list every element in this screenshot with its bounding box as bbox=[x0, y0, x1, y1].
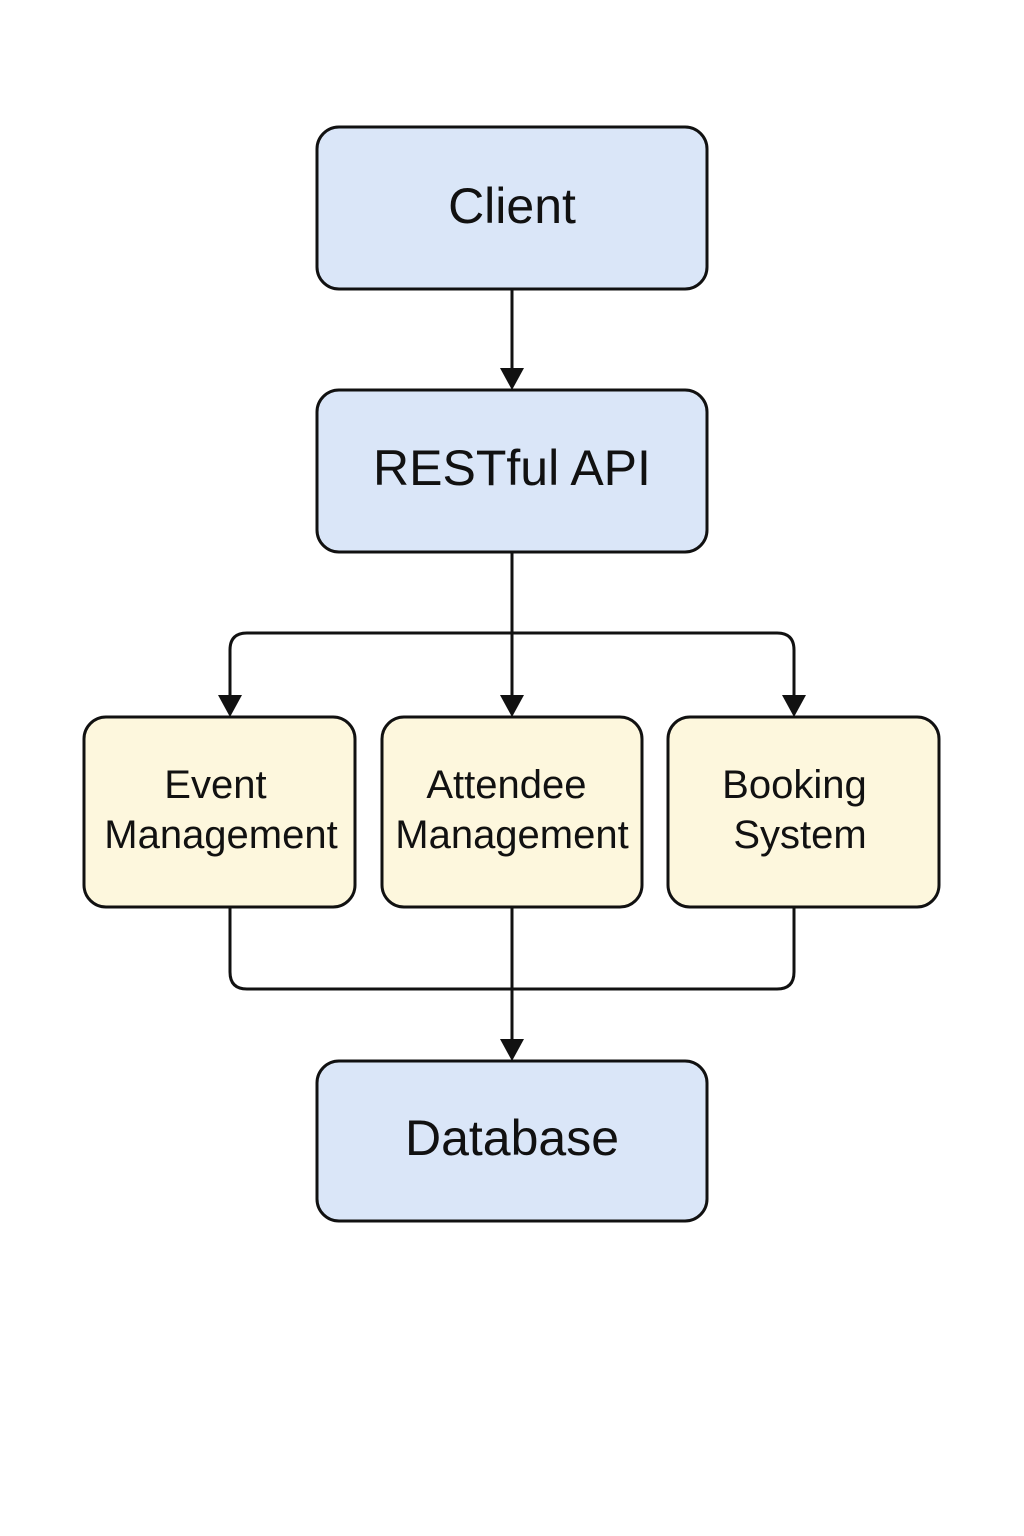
api-box bbox=[315, 388, 709, 554]
database-label: Database bbox=[405, 1110, 619, 1166]
client-label: Client bbox=[448, 178, 576, 234]
node-booking-system: Booking System bbox=[666, 715, 941, 909]
arrowhead-attendee-management bbox=[500, 695, 524, 717]
event-management-line-2: Management bbox=[104, 813, 337, 857]
database-box bbox=[315, 1059, 709, 1223]
node-event-management: Event Management bbox=[82, 715, 357, 909]
node-client: Client bbox=[315, 125, 709, 291]
arrowhead-event-management bbox=[218, 695, 242, 717]
node-api: RESTful API bbox=[315, 388, 709, 554]
event-management-label: Event Management bbox=[104, 763, 337, 857]
node-database: Database bbox=[315, 1059, 709, 1223]
booking-system-label: Booking System bbox=[722, 763, 878, 857]
booking-system-box bbox=[666, 715, 941, 909]
attendee-management-label: Attendee Management bbox=[395, 763, 628, 857]
booking-system-line-1: Booking bbox=[722, 763, 867, 807]
arrowhead-api bbox=[500, 368, 524, 390]
node-attendee-management: Attendee Management bbox=[380, 715, 644, 909]
edge-api-branch-bar bbox=[228, 631, 796, 700]
edges bbox=[218, 287, 806, 1061]
attendee-management-line-1: Attendee bbox=[426, 763, 586, 807]
arrowhead-booking-system bbox=[782, 695, 806, 717]
api-label: RESTful API bbox=[373, 440, 651, 496]
event-management-box bbox=[82, 715, 357, 909]
attendee-management-box bbox=[380, 715, 644, 909]
booking-system-line-2: System bbox=[733, 813, 866, 857]
event-management-line-1: Event bbox=[164, 763, 266, 807]
arrowhead-database bbox=[500, 1039, 524, 1061]
client-box bbox=[315, 125, 709, 291]
attendee-management-line-2: Management bbox=[395, 813, 628, 857]
